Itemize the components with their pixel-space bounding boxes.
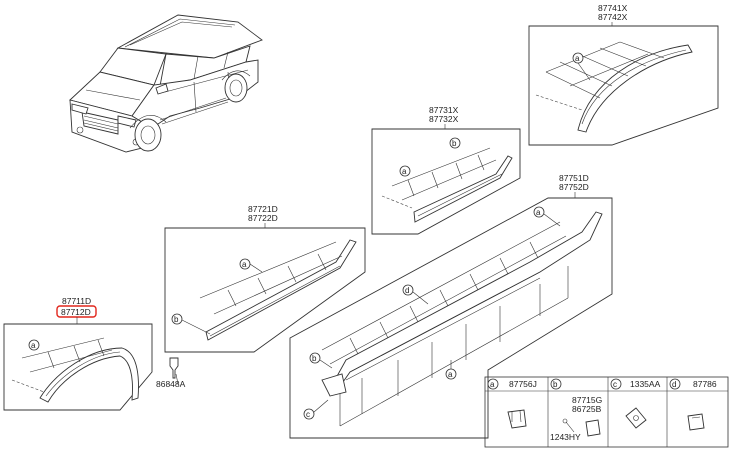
- part-code-87742X: 87742X: [598, 12, 628, 22]
- panel-front-arch: 87711D 87712D a: [3, 296, 153, 411]
- part-code-87741X: 87741X: [598, 3, 628, 13]
- legend-code-1335AA: 1335AA: [630, 379, 661, 389]
- callout-a: a: [402, 167, 407, 176]
- legend-letter-d: d: [672, 380, 676, 389]
- legend-code-87715G: 87715G: [572, 395, 602, 405]
- fastener-legend: a 87756J b 87715G 86725B 1243HY c 1335AA…: [484, 376, 729, 448]
- clip-icon-b: [585, 419, 601, 437]
- panel-rear-door: 87731X 87732X b a: [371, 105, 521, 235]
- legend-code-87786: 87786: [693, 379, 717, 389]
- clip-icon-a: [507, 409, 527, 429]
- callout-a: a: [575, 54, 580, 63]
- callout-a: a: [31, 341, 36, 350]
- callout-a: a: [242, 260, 247, 269]
- callout-d: d: [405, 286, 409, 295]
- clip-icon-c: [625, 407, 647, 429]
- panel-sill: 87751D 87752D a d b a c: [289, 173, 613, 439]
- legend-code-86725B: 86725B: [572, 404, 602, 414]
- legend-letter-a: a: [490, 380, 495, 389]
- clip-icon-d: [687, 413, 705, 431]
- callout-b: b: [312, 354, 317, 363]
- highlighted-part-marker: [56, 305, 97, 318]
- vehicle-illustration: [69, 14, 263, 153]
- part-code-87711D: 87711D: [62, 296, 91, 306]
- legend-letter-b: b: [553, 380, 558, 389]
- panel-front-door: 87721D 87722D a b: [164, 204, 366, 353]
- callout-a: a: [448, 370, 453, 379]
- clip-86848A: 86848A: [156, 357, 186, 389]
- part-code-87722D: 87722D: [248, 213, 278, 223]
- part-code-87731X: 87731X: [429, 105, 459, 115]
- part-code-87721D: 87721D: [248, 204, 278, 214]
- part-code-87752D: 87752D: [559, 182, 589, 192]
- callout-b: b: [174, 315, 179, 324]
- legend-code-1243HY: 1243HY: [550, 432, 581, 442]
- part-code-86848A: 86848A: [156, 379, 186, 389]
- callout-a: a: [536, 208, 541, 217]
- part-code-87712D: 87712D: [61, 307, 91, 317]
- panel-rear-arch: 87741X 87742X a: [528, 3, 719, 146]
- callout-b: b: [452, 139, 457, 148]
- part-code-87751D: 87751D: [559, 173, 589, 183]
- legend-letter-c: c: [613, 380, 617, 389]
- callout-c: c: [306, 410, 310, 419]
- part-code-87732X: 87732X: [429, 114, 459, 124]
- legend-code-87756J: 87756J: [509, 379, 537, 389]
